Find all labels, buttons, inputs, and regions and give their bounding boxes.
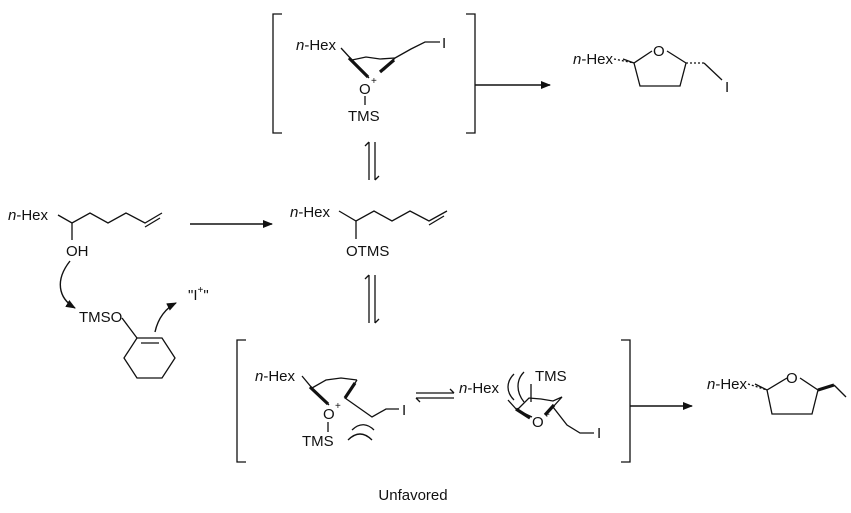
conf-b-o: O — [532, 414, 544, 431]
top-bracket-left — [272, 13, 282, 134]
bottom-bracket-right — [621, 339, 631, 463]
top-product-iodine: I — [725, 79, 729, 96]
top-iodine: I — [442, 35, 446, 52]
conformer-equilibrium — [415, 388, 455, 403]
conf-a-o: O — [323, 406, 335, 423]
curved-arrow-oh-to-si — [59, 260, 76, 309]
bottom-product-ring — [754, 377, 819, 415]
conf-a-steric-clash — [347, 424, 375, 441]
top-bracket-right — [466, 13, 476, 134]
se-hex-label: n-Hex — [290, 204, 331, 221]
conf-a-tms: TMS — [302, 433, 334, 450]
conf-b-wedge-2 — [543, 403, 556, 417]
conf-b-hex: n-Hex — [459, 380, 500, 397]
sm-hex-label: n-Hex — [8, 207, 49, 224]
cyclohexene-ring — [123, 337, 176, 379]
top-ring-wedge-2 — [378, 58, 396, 74]
se-otms: OTMS — [346, 243, 389, 260]
top-tms: TMS — [348, 108, 380, 125]
conf-b-tms: TMS — [535, 368, 567, 385]
top-product: n-Hex O I — [573, 43, 729, 96]
sm-oh: OH — [66, 243, 89, 260]
top-hex-label: n-Hex — [296, 37, 337, 54]
conf-b-steric-clash — [507, 371, 525, 403]
conf-a-hex: n-Hex — [255, 368, 296, 385]
top-product-side-chain — [703, 62, 723, 81]
top-product-hex: n-Hex — [573, 51, 614, 68]
caption-unfavored: Unfavored — [378, 487, 447, 504]
conf-a-iodine: I — [402, 402, 406, 419]
conf-a-plus: + — [335, 401, 341, 412]
se-alkene — [428, 215, 445, 226]
conf-a-ring — [301, 375, 399, 418]
top-ring-wedge — [347, 56, 370, 79]
top-ring-bonds — [340, 41, 440, 79]
conf-b-iodine: I — [597, 425, 601, 442]
top-product-o: O — [653, 43, 665, 60]
silylation-reagent: TMSO "I+" — [59, 260, 209, 379]
curved-arrow-to-iodonium — [154, 302, 177, 333]
bottom-product-hex: n-Hex — [707, 376, 748, 393]
conf-b-wedge — [515, 407, 531, 420]
starting-alcohol: n-Hex OH — [8, 207, 163, 260]
se-chain — [338, 210, 448, 222]
conf-b-plus: + — [544, 410, 550, 421]
bottom-product-hash — [747, 383, 768, 391]
silyl-ether: n-Hex OTMS — [290, 204, 448, 260]
top-oxonium-o: O — [359, 81, 371, 98]
reagent-tmso: TMSO — [79, 309, 122, 326]
bottom-product-o: O — [786, 370, 798, 387]
equilibrium-upper — [364, 141, 380, 181]
bottom-bracket-left — [236, 339, 246, 463]
sm-chain — [57, 212, 163, 224]
bottom-transition-states: n-Hex O + TMS I n-Hex TMS O + I — [236, 339, 631, 463]
equilibrium-lower — [364, 274, 380, 324]
sm-alkene — [144, 217, 161, 228]
bottom-product-side-chain — [833, 384, 847, 398]
top-oxonium-plus: + — [371, 76, 377, 87]
conf-a-wedge — [308, 385, 330, 406]
conf-b-ring — [507, 396, 594, 434]
reagent-o-c-bond — [121, 317, 138, 339]
reagent-iodonium: "I+" — [188, 285, 209, 304]
bottom-product: n-Hex O — [707, 370, 847, 415]
top-transition-state: n-Hex I O + TMS — [272, 13, 476, 134]
conf-a-wedge-2 — [343, 382, 357, 399]
top-product-hash-left — [613, 58, 635, 64]
bottom-product-wedge — [817, 383, 835, 392]
